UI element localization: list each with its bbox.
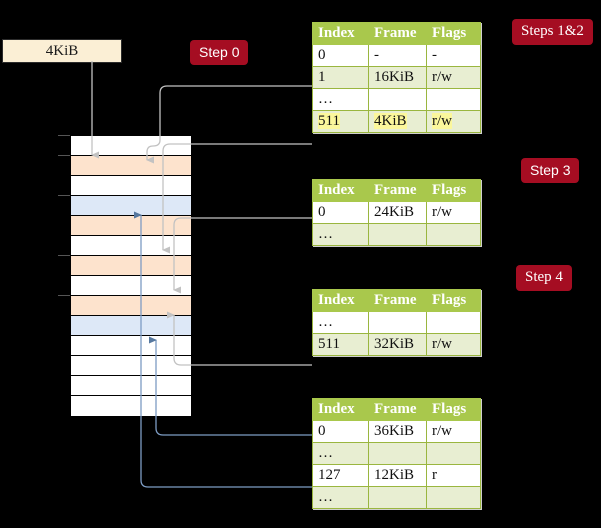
table-cell: r/w (426, 201, 481, 224)
memory-frame-row (71, 276, 191, 296)
table-cell: … (312, 223, 369, 246)
table-cell (368, 223, 427, 246)
table-row: … (312, 88, 481, 111)
highlighted-value: 511 (318, 112, 340, 129)
table-cell (368, 88, 427, 111)
table-row: … (312, 311, 481, 334)
table-cell (368, 486, 427, 509)
column-header-flags: Flags (426, 289, 481, 312)
table-row: … (312, 442, 481, 465)
memory-frame-row (71, 296, 191, 316)
column-header-flags: Flags (426, 22, 481, 45)
table-cell (426, 486, 481, 509)
memory-row-tick (58, 135, 70, 136)
table-cell: 0 (312, 44, 369, 67)
arrow-step3-down (173, 217, 312, 294)
table-cell: … (312, 88, 369, 111)
table-cell: 127 (312, 464, 369, 487)
step-badge-step0: Step 0 (190, 40, 249, 65)
table-cell: r/w (426, 66, 481, 89)
table-cell (426, 311, 481, 334)
table-row: 511 4KiB r/w (312, 110, 481, 133)
table-cell (426, 88, 481, 111)
table-cell: 511 (312, 333, 369, 356)
memory-row-tick (58, 295, 70, 296)
table-cell: … (312, 442, 369, 465)
memory-row-tick (58, 155, 70, 156)
highlighted-value: 4KiB (374, 112, 407, 129)
memory-frame-row (71, 156, 191, 176)
table-cell: - (426, 44, 481, 67)
highlighted-value: r/w (432, 112, 452, 129)
memory-row-tick (58, 195, 70, 196)
table-cell: … (312, 311, 369, 334)
table-row: … (312, 486, 481, 509)
memory-frame-row (71, 316, 191, 336)
table-cell (426, 442, 481, 465)
table-cell (368, 311, 427, 334)
table-cell: 4KiB (368, 110, 427, 133)
memory-row-tick (58, 255, 70, 256)
step-badge-step3: Step 3 (521, 158, 580, 183)
physical-memory-column (70, 135, 191, 416)
table-cell: 1 (312, 66, 369, 89)
table-cell: r/w (426, 420, 481, 443)
table-cell: … (312, 486, 369, 509)
memory-frame-row (71, 236, 191, 256)
memory-frame-row (71, 136, 191, 156)
table-cell: 24KiB (368, 201, 427, 224)
table-cell: 0 (312, 420, 369, 443)
column-header-frame: Frame (368, 179, 427, 202)
table-cell: r/w (426, 333, 481, 356)
table-cell: r (426, 464, 481, 487)
frame-4kib-box: 4KiB (2, 39, 122, 63)
memory-frame-row (71, 176, 191, 196)
column-header-index: Index (312, 22, 369, 45)
table-cell: 0 (312, 201, 369, 224)
arrow-step4-up (167, 311, 312, 366)
step-badge-steps1and2: Steps 1&2 (512, 19, 593, 45)
table-row: 0-- (312, 44, 481, 67)
table-cell (426, 223, 481, 246)
table-cell: 511 (312, 110, 369, 133)
column-header-index: Index (312, 289, 369, 312)
frame-4kib-label: 4KiB (45, 42, 79, 59)
table-cell: - (368, 44, 427, 67)
column-header-frame: Frame (368, 398, 427, 421)
table-cell (368, 442, 427, 465)
table-cell: 36KiB (368, 420, 427, 443)
column-header-index: Index (312, 398, 369, 421)
column-header-flags: Flags (426, 179, 481, 202)
memory-frame-row (71, 396, 191, 416)
memory-frame-row (71, 196, 191, 216)
table-cell: r/w (426, 110, 481, 133)
column-header-frame: Frame (368, 289, 427, 312)
column-header-frame: Frame (368, 22, 427, 45)
memory-frame-row (71, 336, 191, 356)
memory-frame-row (71, 216, 191, 236)
table-row: … (312, 223, 481, 246)
memory-frame-row (71, 256, 191, 276)
memory-frame-row (71, 376, 191, 396)
column-header-flags: Flags (426, 398, 481, 421)
step-badge-step4: Step 4 (516, 265, 572, 291)
table-cell: 32KiB (368, 333, 427, 356)
memory-frame-row (71, 356, 191, 376)
column-header-index: Index (312, 179, 369, 202)
table-cell: 16KiB (368, 66, 427, 89)
table-cell: 12KiB (368, 464, 427, 487)
